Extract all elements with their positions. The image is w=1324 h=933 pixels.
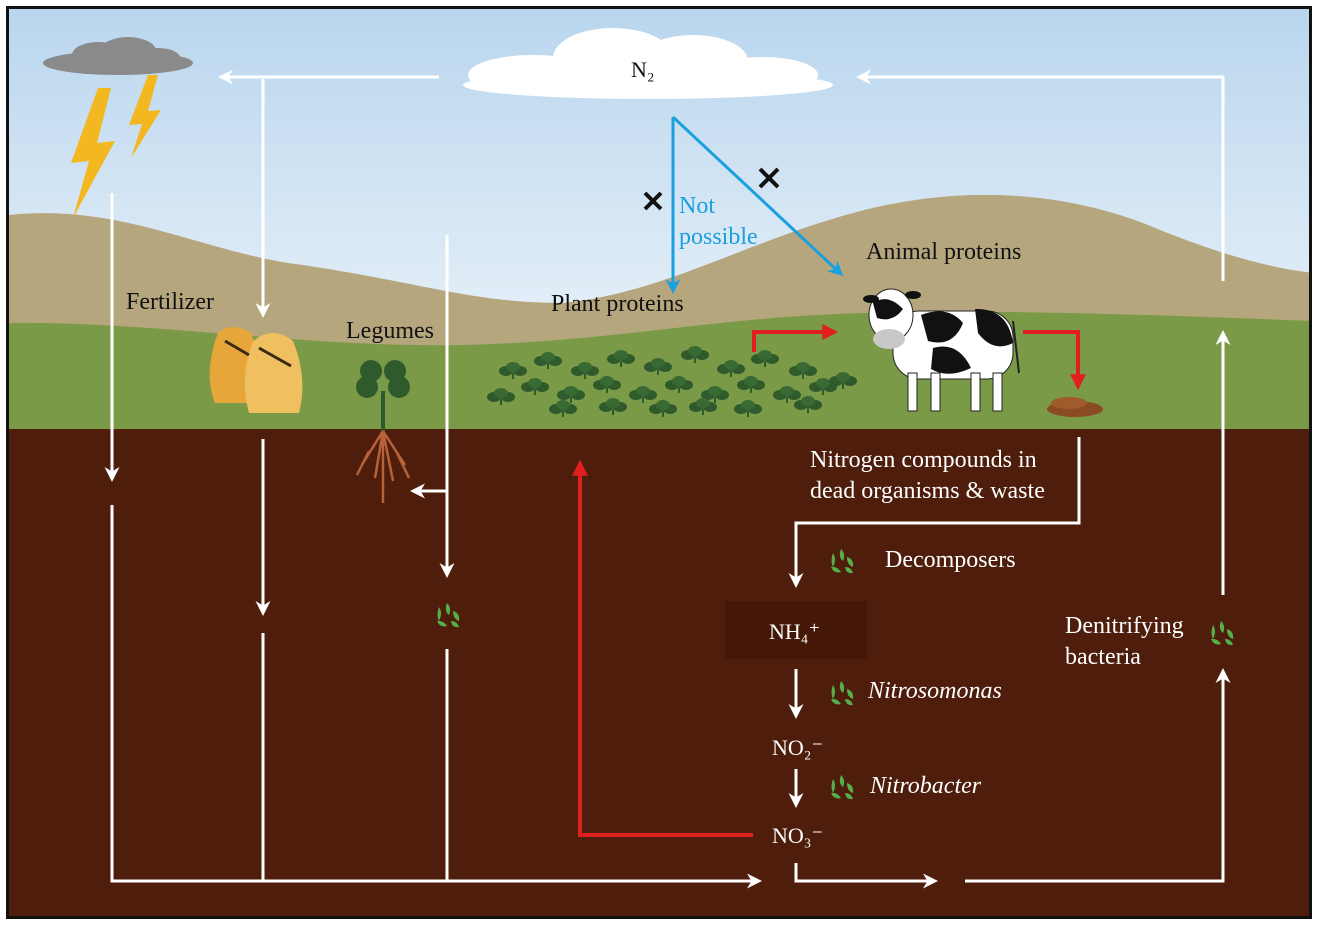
blocked-arrows bbox=[665, 115, 844, 294]
not-possible-label: Not possible bbox=[679, 193, 758, 251]
legumes-label: Legumes bbox=[346, 318, 434, 344]
nitrosomonas-label: Nitrosomonas bbox=[868, 678, 1002, 704]
manure-icon bbox=[1047, 397, 1103, 417]
nitrogen-cycle-diagram: N₂ Fertilizer Legumes Plant proteins Ani… bbox=[6, 6, 1312, 919]
n2-label: N₂ bbox=[631, 57, 655, 82]
denitrifying-bacteria-label: Denitrifying bacteria bbox=[1065, 613, 1184, 671]
storm-cloud-icon bbox=[43, 37, 193, 75]
plant-proteins-label: Plant proteins bbox=[551, 291, 684, 317]
flow-arrows bbox=[104, 69, 1231, 889]
fertilizer-bag-icon bbox=[209, 327, 303, 413]
n2-cloud bbox=[463, 28, 833, 99]
x-mark-icon bbox=[643, 167, 780, 211]
no2-label: NO₂⁻ bbox=[772, 735, 824, 760]
dead-organisms-label: Nitrogen compounds in dead organisms & w… bbox=[810, 447, 1045, 505]
diagram-canvas bbox=[9, 9, 1309, 916]
decomposers-label: Decomposers bbox=[885, 547, 1016, 573]
soil bbox=[9, 429, 1309, 916]
nh4-label: NH₄⁺ bbox=[769, 619, 821, 644]
cow-icon bbox=[863, 288, 1020, 412]
uptake-arrows bbox=[572, 324, 1086, 837]
fertilizer-label: Fertilizer bbox=[126, 289, 214, 315]
nh4-label-backdrop bbox=[725, 601, 867, 659]
clover-plant-icon bbox=[355, 360, 411, 503]
animal-proteins-label: Animal proteins bbox=[866, 239, 1022, 265]
nitrobacter-label: Nitrobacter bbox=[870, 773, 982, 799]
no3-label: NO₃⁻ bbox=[772, 823, 824, 848]
lightning-icon bbox=[71, 75, 161, 218]
